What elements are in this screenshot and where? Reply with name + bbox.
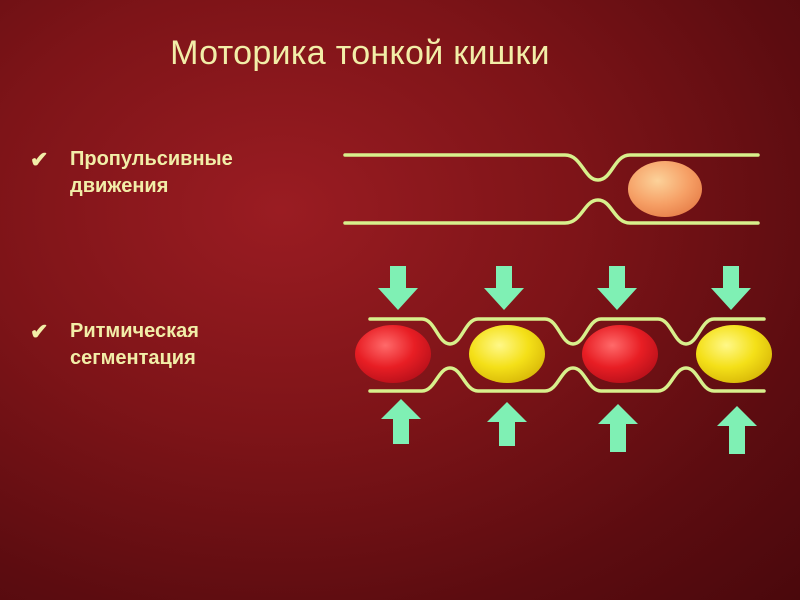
arrow-down-icon — [378, 266, 418, 310]
arrow-down-icon — [484, 266, 524, 310]
bullet-propulsive: ✔ Пропульсивные движения — [30, 146, 233, 200]
segmentation-wall-top — [368, 317, 766, 346]
segmentation-wall-bottom — [368, 366, 766, 393]
bullet-propulsive-label: Пропульсивные движения — [70, 148, 233, 197]
propulsive-wall-bottom — [343, 198, 760, 225]
arrow-up-icon — [717, 406, 757, 454]
bolus-orange — [628, 161, 702, 217]
down-arrows — [378, 266, 751, 310]
bolus-yellow — [696, 325, 772, 383]
arrow-down-icon — [711, 266, 751, 310]
bolus-yellow — [469, 325, 545, 383]
arrow-up-icon — [487, 402, 527, 446]
propulsive-wall-top — [343, 153, 760, 182]
checkmark-icon: ✔ — [30, 147, 49, 172]
arrow-up-icon — [598, 404, 638, 452]
bolus-red — [355, 325, 431, 383]
segmentation-tube — [368, 317, 766, 393]
arrow-up-icon — [381, 399, 421, 444]
propulsive-tube — [343, 153, 760, 225]
slide-title: Моторика тонкой кишки — [170, 34, 550, 72]
bolus-red — [582, 325, 658, 383]
up-arrows — [381, 399, 757, 454]
bullet-segmentation-label: Ритмическая сегментация — [70, 320, 199, 369]
arrow-down-icon — [597, 266, 637, 310]
bullet-segmentation: ✔ Ритмическая сегментация — [30, 318, 199, 372]
checkmark-icon: ✔ — [30, 319, 49, 344]
